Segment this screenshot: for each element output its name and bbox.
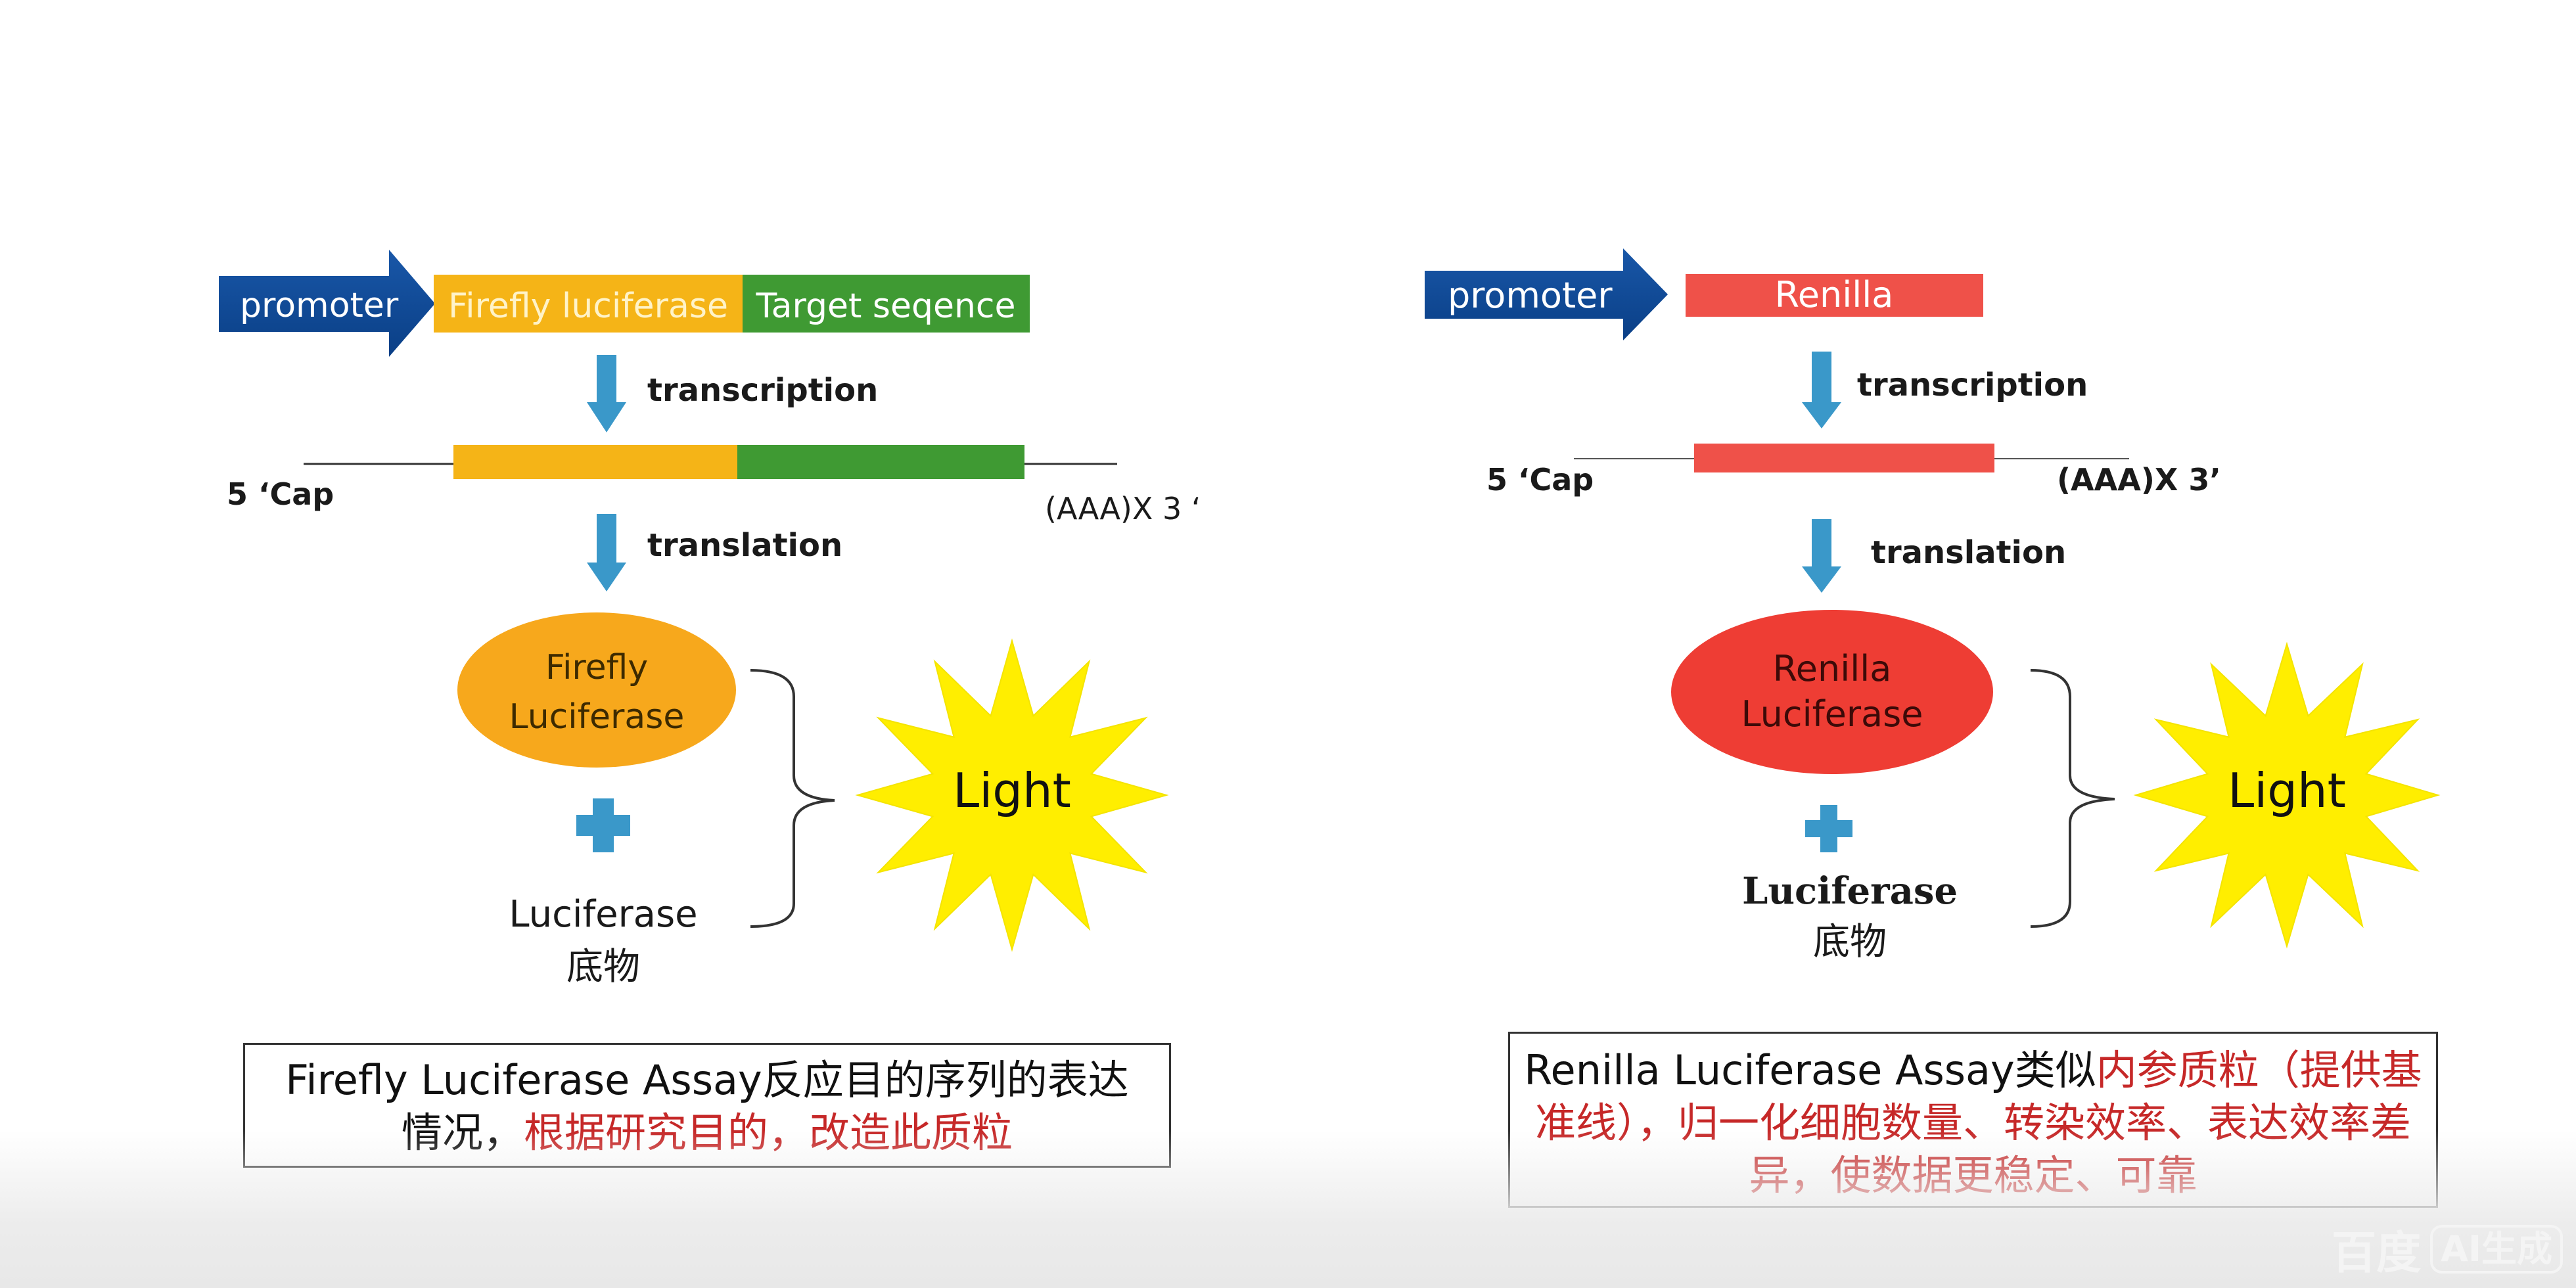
left-mrna-firefly-segment — [453, 445, 737, 479]
right-enzyme-line2: Luciferase — [1741, 693, 1923, 735]
left-light-burst — [855, 638, 1169, 952]
left-firefly-luciferase-ellipse — [457, 612, 736, 768]
bottom-fade-band — [0, 1130, 2576, 1288]
right-transcription-label: transcription — [1857, 367, 2088, 403]
right-plus-icon — [1805, 805, 1852, 852]
left-mrna-target-segment — [737, 445, 1024, 479]
renilla-panel: promoter Renilla transcription 5 ‘Cap (A… — [1425, 248, 2441, 963]
left-transcription-arrow — [587, 355, 626, 432]
right-light-burst — [2133, 641, 2441, 949]
watermark-brand: 百度 — [2332, 1228, 2422, 1279]
right-light-label: Light — [2228, 763, 2346, 818]
left-promoter-arrow-shape — [219, 250, 435, 357]
firefly-panel: promoter Firefly luciferase Target seqen… — [219, 250, 1201, 988]
left-target-sequence-label: Target seqence — [755, 287, 1015, 326]
left-light-label: Light — [953, 763, 1071, 818]
right-promoter-arrow-shape — [1425, 248, 1668, 340]
left-promoter-label: promoter — [240, 286, 399, 325]
right-translation-arrow — [1802, 519, 1841, 593]
left-promoter: promoter — [219, 250, 435, 357]
right-mrna-renilla-segment — [1694, 444, 1994, 472]
left-substrate-line1: Luciferase — [509, 893, 697, 936]
right-transcription-arrow — [1802, 352, 1841, 428]
right-caption-black: Renilla Luciferase Assay类似 — [1524, 1046, 2096, 1094]
right-curly-brace — [2030, 669, 2115, 928]
left-enzyme-line2: Luciferase — [509, 697, 685, 737]
left-curly-brace — [750, 669, 835, 928]
right-renilla-gene-label: Renilla — [1775, 274, 1894, 315]
left-firefly-gene-label: Firefly luciferase — [448, 287, 728, 326]
right-substrate-line2: 底物 — [1813, 921, 1887, 963]
left-enzyme-line1: Firefly — [545, 648, 648, 687]
left-firefly-gene-box — [434, 275, 743, 333]
watermark-badge: AI生成 — [2430, 1224, 2563, 1274]
left-caption-line1: Firefly Luciferase Assay反应目的序列的表达 — [285, 1056, 1129, 1104]
right-promoter: promoter — [1425, 248, 1668, 340]
left-translation-label: translation — [647, 527, 842, 564]
right-renilla-gene-box — [1686, 274, 1983, 317]
right-substrate-line1: Luciferase — [1742, 869, 1958, 913]
right-cap-label: 5 ‘Cap — [1486, 462, 1594, 497]
left-target-sequence-box — [743, 275, 1030, 333]
right-polya-label: (AAA)X 3’ — [2057, 462, 2221, 497]
right-enzyme-line1: Renilla — [1773, 648, 1892, 689]
left-substrate-line2: 底物 — [566, 946, 640, 988]
left-transcription-label: transcription — [647, 372, 878, 409]
left-plus-icon — [576, 798, 630, 852]
right-translation-label: translation — [1871, 534, 2066, 571]
right-renilla-luciferase-ellipse — [1671, 610, 1993, 774]
left-cap-label: 5 ‘Cap — [227, 476, 334, 512]
ai-watermark: 百度 AI生成 — [2332, 1216, 2563, 1281]
right-promoter-label: promoter — [1448, 275, 1613, 316]
left-polya-label: (AAA)X 3 ‘ — [1045, 491, 1201, 526]
left-translation-arrow — [587, 514, 626, 591]
